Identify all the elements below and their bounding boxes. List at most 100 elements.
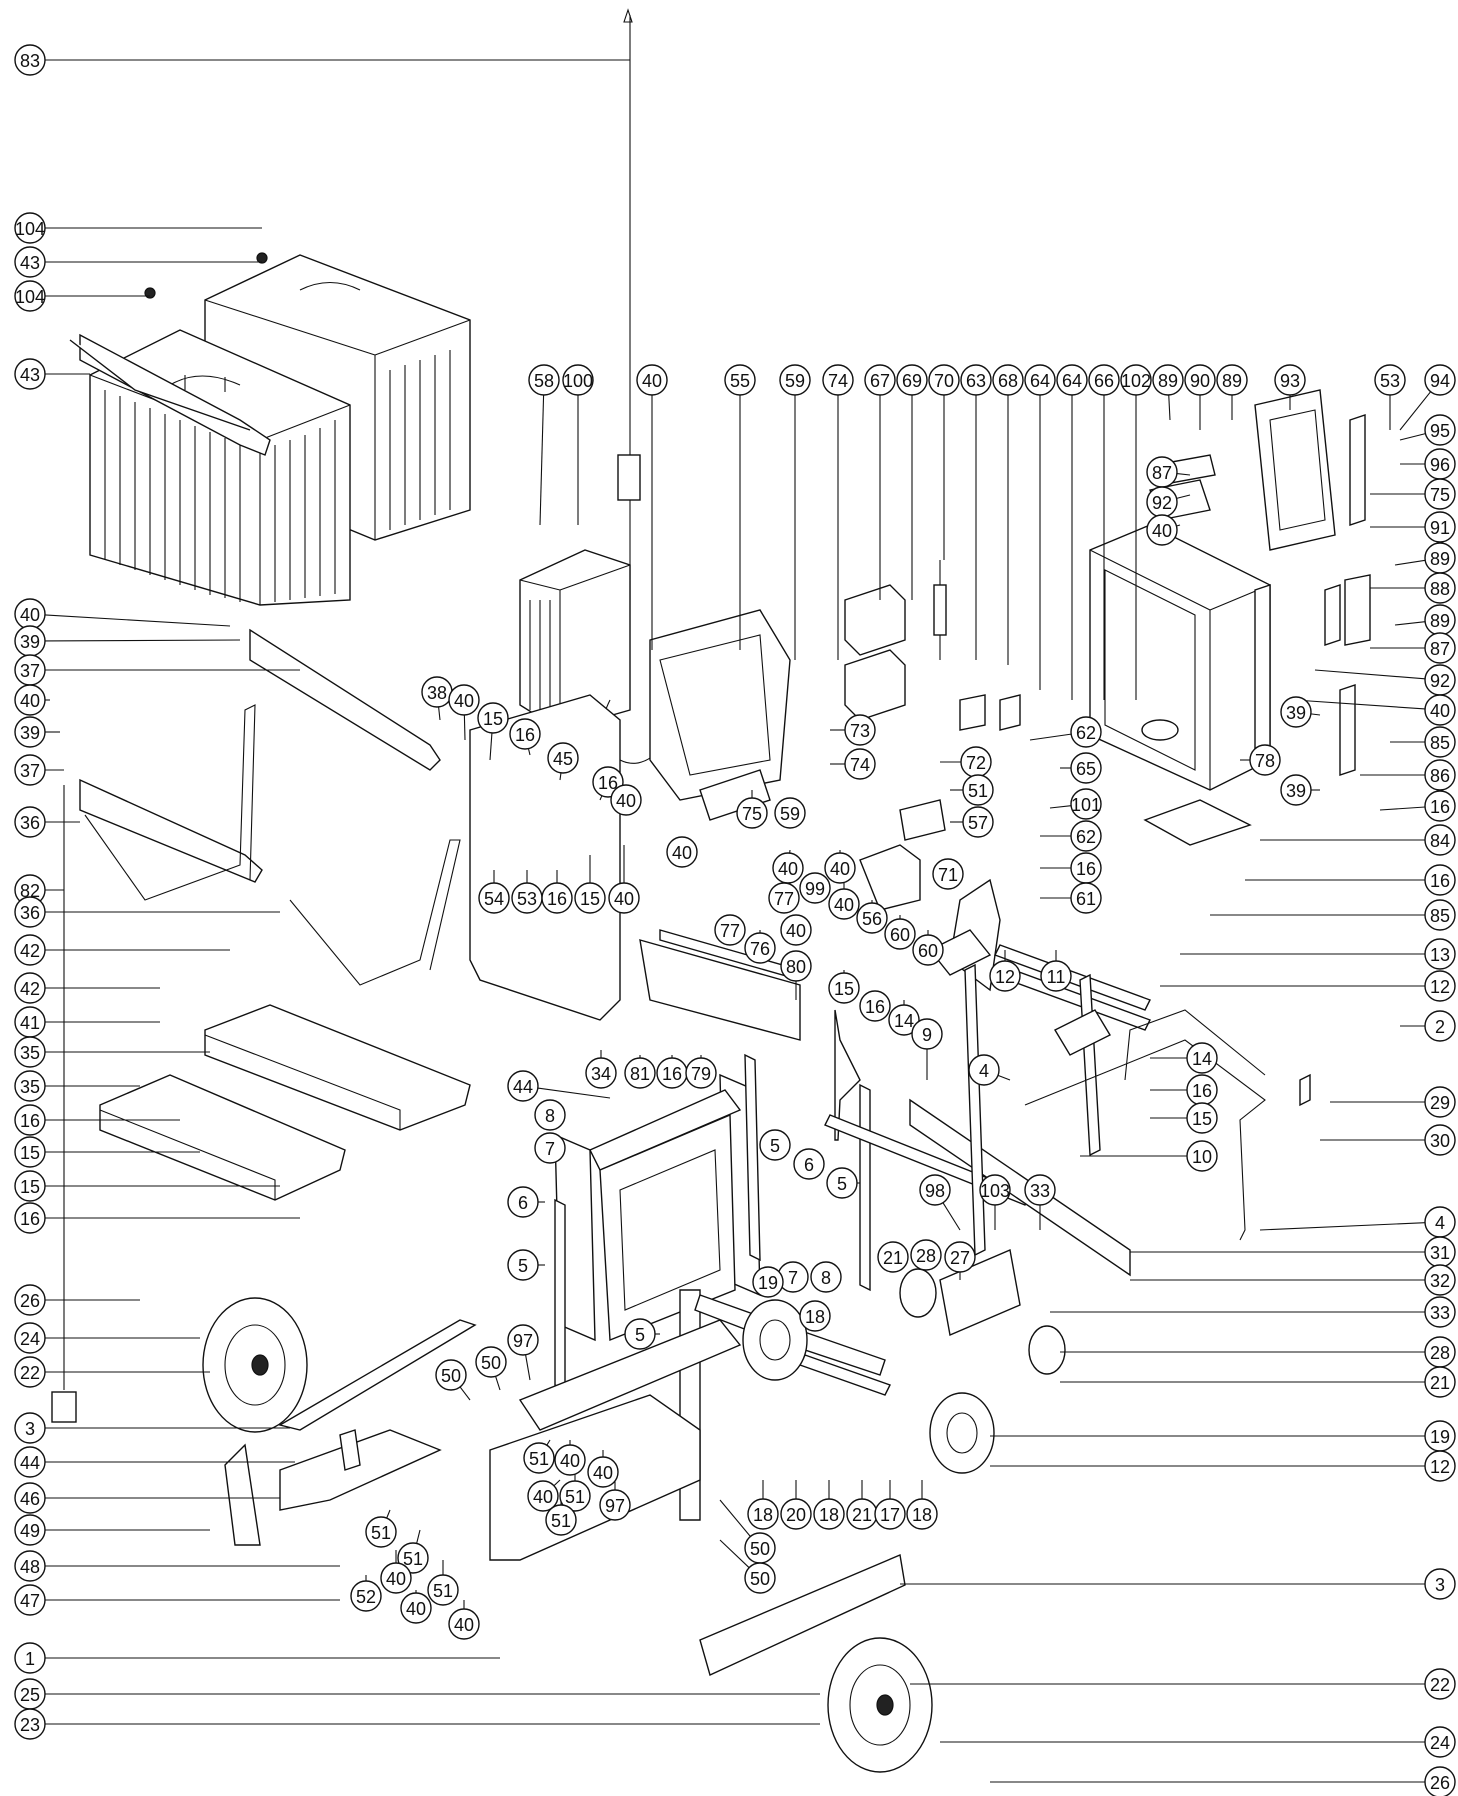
callout-number: 53 [517,889,537,909]
callout-circle [14,1446,46,1478]
callout-number: 77 [720,921,740,941]
callout-circle [1424,1668,1456,1700]
callout-number: 6 [518,1193,528,1213]
callout-number: 21 [852,1505,872,1525]
leader-line [1176,494,1191,499]
callout-15: 15 [14,1170,46,1202]
callout-number: 71 [938,865,958,885]
callout-number: 93 [1280,371,1300,391]
callout-number: 40 [834,895,854,915]
callout-number: 40 [20,605,40,625]
callout-40: 40 [610,784,642,816]
callout-number: 38 [427,683,447,703]
callout-89: 89 [1152,364,1184,396]
callout-5: 5 [826,1167,858,1199]
callout-number: 40 [1430,701,1450,721]
callout-5: 5 [624,1318,656,1350]
callout-number: 15 [580,889,600,909]
callout-number: 40 [20,691,40,711]
callout-circle [1146,514,1178,546]
callout-circle [1152,364,1184,396]
callout-number: 39 [20,723,40,743]
callout-number: 28 [916,1246,936,1266]
callout-number: 104 [15,287,45,307]
callout-circle [1424,759,1456,791]
leader-line [1314,669,1426,680]
callout-81: 81 [624,1057,656,1089]
callout-number: 20 [786,1505,806,1525]
callout-59: 59 [774,797,806,829]
callout-43: 43 [14,358,46,390]
callout-number: 12 [1430,977,1450,997]
callout-number: 92 [1152,493,1172,513]
leader-line [44,639,241,642]
callout-circle [397,1542,429,1574]
callout-circle [14,934,46,966]
callout-16: 16 [14,1202,46,1234]
callout-46: 46 [14,1482,46,1514]
callout-number: 86 [1430,766,1450,786]
callout-number: 16 [547,889,567,909]
callout-83: 83 [14,44,46,76]
callout-6: 6 [507,1186,539,1218]
callout-number: 1 [25,1649,35,1669]
callout-circle [979,1174,1011,1206]
callout-number: 40 [616,791,636,811]
callout-26: 26 [1424,1766,1456,1796]
callout-40: 40 [527,1480,559,1512]
callout-40: 40 [448,1608,480,1640]
leader-line [1394,559,1426,566]
callout-circle [810,1261,842,1293]
callout-number: 13 [1430,945,1450,965]
callout-85: 85 [1424,899,1456,931]
callout-circle [14,1070,46,1102]
callout-11: 11 [1040,960,1072,992]
callout-39: 39 [14,625,46,657]
callout-64: 64 [1056,364,1088,396]
callout-circle [906,1498,938,1530]
callout-number: 12 [995,967,1015,987]
callout-number: 18 [805,1307,825,1327]
callout-64: 64 [1024,364,1056,396]
leader-line [386,1509,391,1519]
cable [51,8,641,1423]
callout-number: 40 [614,889,634,909]
callout-21: 21 [1424,1366,1456,1398]
leader-line [459,1386,471,1401]
callout-number: 67 [870,371,890,391]
callout-circle [844,714,876,746]
callout-circle [968,1054,1000,1086]
callout-number: 15 [1192,1109,1212,1129]
callout-number: 82 [20,881,40,901]
callout-number: 56 [862,909,882,929]
leader-line [539,394,545,526]
callout-53: 53 [1374,364,1406,396]
callout-circle [1424,1450,1456,1482]
callout-18: 18 [799,1300,831,1332]
callout-circle [435,1359,467,1391]
callout-circle [14,1584,46,1616]
leader-line [438,706,441,721]
callout-number: 85 [1430,906,1450,926]
callout-number: 62 [1076,827,1096,847]
callout-number: 99 [805,879,825,899]
callout-circle [545,1504,577,1536]
leader-line [599,795,603,801]
callout-51: 51 [365,1516,397,1548]
callout-27: 27 [944,1241,976,1273]
callout-circle [1374,364,1406,396]
callout-circle [509,718,541,750]
callout-number: 96 [1430,455,1450,475]
leader-line [495,1376,501,1391]
callout-number: 10 [1192,1147,1212,1167]
callout-number: 90 [1190,371,1210,391]
callout-63: 63 [960,364,992,396]
leader-line [546,1439,551,1446]
callout-circle [14,1170,46,1202]
callout-number: 14 [1192,1049,1212,1069]
callout-4: 4 [968,1054,1000,1086]
hold-down-bars [69,333,461,986]
callout-circle [962,806,994,838]
callout-15: 15 [828,972,860,1004]
callout-number: 33 [1430,1303,1450,1323]
